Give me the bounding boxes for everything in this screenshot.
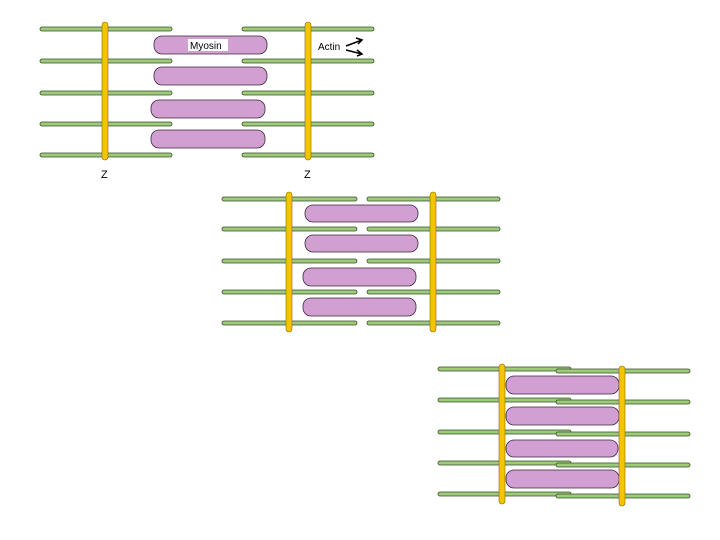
myosin-filament [150, 99, 266, 119]
myosin-filament [302, 267, 417, 287]
z-lines [101, 21, 312, 161]
sarcomere-panel-fully-contracted [437, 363, 691, 507]
z-line-label-right: Z [304, 169, 311, 181]
actin-direction-arrows-icon [345, 37, 364, 57]
z-line [618, 365, 626, 507]
myosin-filaments [302, 204, 419, 317]
myosin-filament [505, 406, 620, 426]
myosin-filament [153, 66, 268, 86]
myosin-filament [302, 297, 417, 317]
actin-filaments [39, 26, 375, 158]
z-lines [285, 191, 437, 333]
myosin-label-box [188, 39, 228, 51]
z-line [101, 21, 109, 161]
myosin-filament [505, 469, 620, 489]
z-line [304, 21, 312, 161]
actin-label: Actin [318, 42, 340, 53]
z-line-label-left: Z [101, 169, 108, 181]
myosin-filament [505, 439, 619, 458]
z-line [429, 191, 437, 333]
myosin-label: Myosin [190, 41, 222, 52]
myosin-filament [304, 234, 419, 253]
myosin-filament [505, 375, 620, 395]
z-line [285, 191, 293, 333]
myosin-filament [150, 129, 266, 149]
sarcomere-panel-partially-contracted [221, 191, 501, 333]
sarcomere-panel-relaxed: Myosin Actin Z Z [39, 21, 375, 181]
z-lines [498, 363, 626, 507]
z-line [498, 363, 506, 505]
myosin-filament [304, 204, 419, 223]
